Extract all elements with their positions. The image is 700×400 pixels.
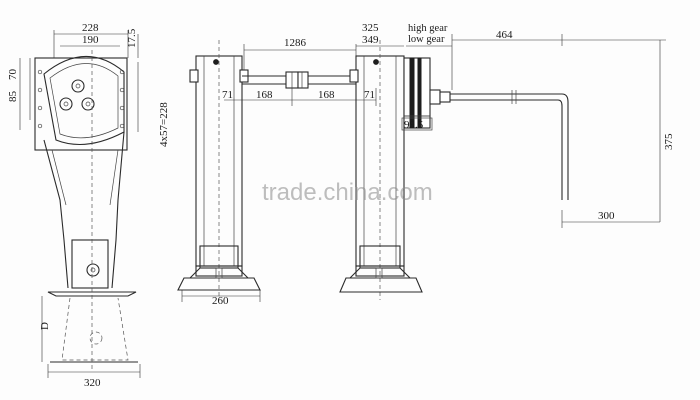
gear-labels: high gear low gear bbox=[406, 23, 452, 47]
crank-handle bbox=[450, 90, 569, 200]
dim-85: 85 bbox=[7, 91, 19, 103]
dim-325: 325 bbox=[362, 22, 379, 34]
dim-228-width: 228 bbox=[82, 22, 99, 34]
dim-464: 464 bbox=[496, 29, 513, 41]
gearbox-housing bbox=[403, 57, 431, 129]
edge-holes bbox=[37, 69, 125, 129]
front-left-dimensions: 260 bbox=[181, 290, 261, 307]
watermark: trade.china.com bbox=[262, 179, 433, 206]
front-view-leg-left bbox=[177, 40, 261, 300]
dim-375: 375 bbox=[663, 133, 675, 150]
pin-hole bbox=[86, 263, 100, 277]
dim-168-right: 168 bbox=[318, 89, 335, 101]
foot-plate bbox=[47, 291, 137, 297]
front-view-leg-right bbox=[339, 40, 423, 300]
dim-71-left: 71 bbox=[222, 89, 233, 101]
side-view-leg bbox=[34, 50, 138, 370]
dim-260: 260 bbox=[212, 295, 229, 307]
pivot-dot bbox=[373, 59, 379, 65]
dim-99-5: 99.5 bbox=[404, 119, 424, 131]
gearbox bbox=[403, 57, 451, 129]
dim-1286: 1286 bbox=[284, 37, 307, 49]
bolt bbox=[59, 97, 73, 111]
bolt bbox=[71, 79, 85, 93]
label-low-gear: low gear bbox=[408, 34, 445, 45]
leg-outline-right bbox=[111, 131, 125, 289]
leg-right-dimensions: 325 349 99.5 bbox=[356, 22, 433, 131]
label-high-gear: high gear bbox=[408, 23, 448, 34]
shaft-dimensions: 1286 71 168 168 71 bbox=[222, 37, 377, 106]
leg-outline-left bbox=[43, 139, 69, 289]
top-flange bbox=[43, 55, 125, 145]
dim-190-width: 190 bbox=[82, 34, 99, 46]
dim-320: 320 bbox=[84, 377, 101, 389]
dim-70: 70 bbox=[7, 69, 19, 81]
dim-d-label: D bbox=[39, 322, 51, 330]
crank-dimensions: 464 375 300 bbox=[451, 29, 675, 228]
dim-300: 300 bbox=[598, 210, 615, 222]
mounting-plate bbox=[34, 57, 128, 151]
bolt bbox=[81, 97, 95, 111]
dim-168-left: 168 bbox=[256, 89, 273, 101]
dim-71-right: 71 bbox=[364, 89, 375, 101]
cross-shaft bbox=[242, 71, 356, 89]
dim-bolt-pattern: 4x57=228 bbox=[158, 102, 170, 147]
pivot-dot bbox=[213, 59, 219, 65]
side-view-dimensions: 228 190 17.5 70 85 4x57=228 D 320 bbox=[7, 22, 170, 389]
dim-17-5: 17.5 bbox=[126, 28, 138, 48]
foot-pad bbox=[339, 277, 423, 293]
dim-349: 349 bbox=[362, 34, 379, 46]
